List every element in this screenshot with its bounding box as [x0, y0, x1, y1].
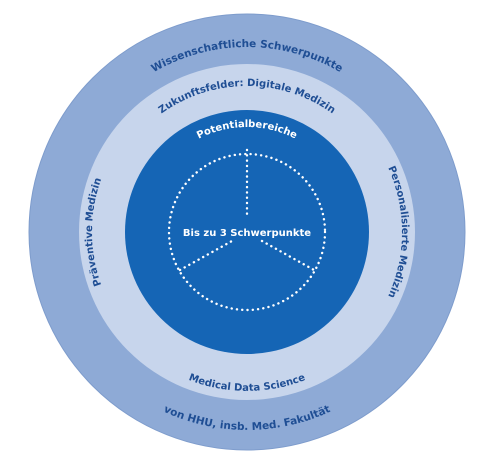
dotted-spoke-right — [260, 239, 316, 272]
dotted-spoke-left — [178, 239, 234, 272]
dotted-circle — [167, 152, 327, 312]
center-label: Bis zu 3 Schwerpunkte — [183, 228, 311, 239]
inner-circle — [125, 110, 369, 354]
